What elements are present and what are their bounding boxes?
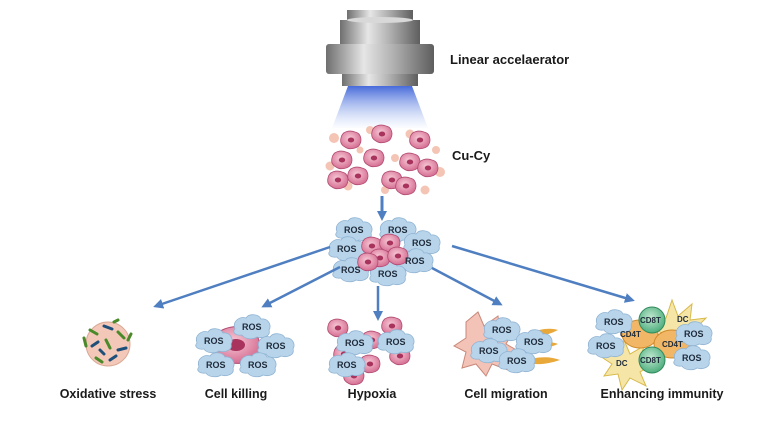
- ros-label: ROS: [242, 322, 262, 332]
- cucy-cell-cluster: [325, 124, 445, 196]
- ros-label: ROS: [524, 337, 544, 347]
- cell-killing-illustration: ROS ROS ROS ROS ROS: [195, 314, 295, 378]
- cd4t-label: CD4T: [620, 330, 641, 339]
- ros-label: ROS: [337, 244, 357, 254]
- cell-migration-illustration: ROS ROS ROS ROS: [453, 311, 560, 377]
- ros-label: ROS: [412, 238, 432, 248]
- ros-label: ROS: [337, 360, 357, 370]
- ros-label: ROS: [378, 269, 398, 279]
- ros-label: ROS: [507, 356, 527, 366]
- ros-label: ROS: [596, 341, 616, 351]
- ros-label: ROS: [479, 346, 499, 356]
- flow-arrow-icon: [451, 244, 635, 303]
- flow-arrow-icon: [261, 265, 341, 308]
- ros-label: ROS: [266, 341, 286, 351]
- flow-arrow-icon: [431, 266, 503, 306]
- outcome-label-cell-migration: Cell migration: [464, 387, 547, 401]
- ros-label: ROS: [604, 317, 624, 327]
- ros-label: ROS: [344, 225, 364, 235]
- ros-label: ROS: [682, 353, 702, 363]
- linac-label: Linear accelaerator: [450, 52, 569, 67]
- ros-label: ROS: [345, 338, 365, 348]
- ros-label: ROS: [388, 225, 408, 235]
- ros-hub: ROS ROS ROS ROS ROS ROS ROS: [328, 217, 441, 287]
- ros-label: ROS: [248, 360, 268, 370]
- cd4t-label: CD4T: [662, 340, 683, 349]
- cd8t-label: CD8T: [640, 356, 661, 365]
- ros-label: ROS: [386, 337, 406, 347]
- ros-label: ROS: [341, 265, 361, 275]
- ros-label: ROS: [405, 256, 425, 266]
- ros-label: ROS: [206, 360, 226, 370]
- outcome-label-enhancing-immunity: Enhancing immunity: [601, 387, 724, 401]
- radiation-beam: [332, 86, 428, 128]
- dc-label: DC: [677, 315, 689, 324]
- ros-label: ROS: [204, 336, 224, 346]
- outcome-label-hypoxia: Hypoxia: [348, 387, 398, 401]
- oxidative-stress-illustration: [82, 318, 133, 367]
- dc-label: DC: [616, 359, 628, 368]
- dendritic-cell-icon: [598, 338, 656, 392]
- fan-out-arrows: [153, 244, 635, 321]
- outcome-label-cell-killing: Cell killing: [205, 387, 268, 401]
- ros-label: ROS: [684, 329, 704, 339]
- outcome-label-oxidative-stress: Oxidative stress: [60, 387, 157, 401]
- cd8t-label: CD8T: [640, 316, 661, 325]
- flow-arrow-icon: [153, 245, 331, 309]
- linear-accelerator-icon: [326, 10, 434, 86]
- cucy-label: Cu-Cy: [452, 148, 491, 163]
- hypoxia-illustration: ROS ROS ROS: [327, 316, 415, 386]
- ros-label: ROS: [492, 325, 512, 335]
- enhancing-immunity-illustration: ROS ROS ROS ROS CD8T CD4T CD4T DC DC CD8…: [587, 298, 713, 392]
